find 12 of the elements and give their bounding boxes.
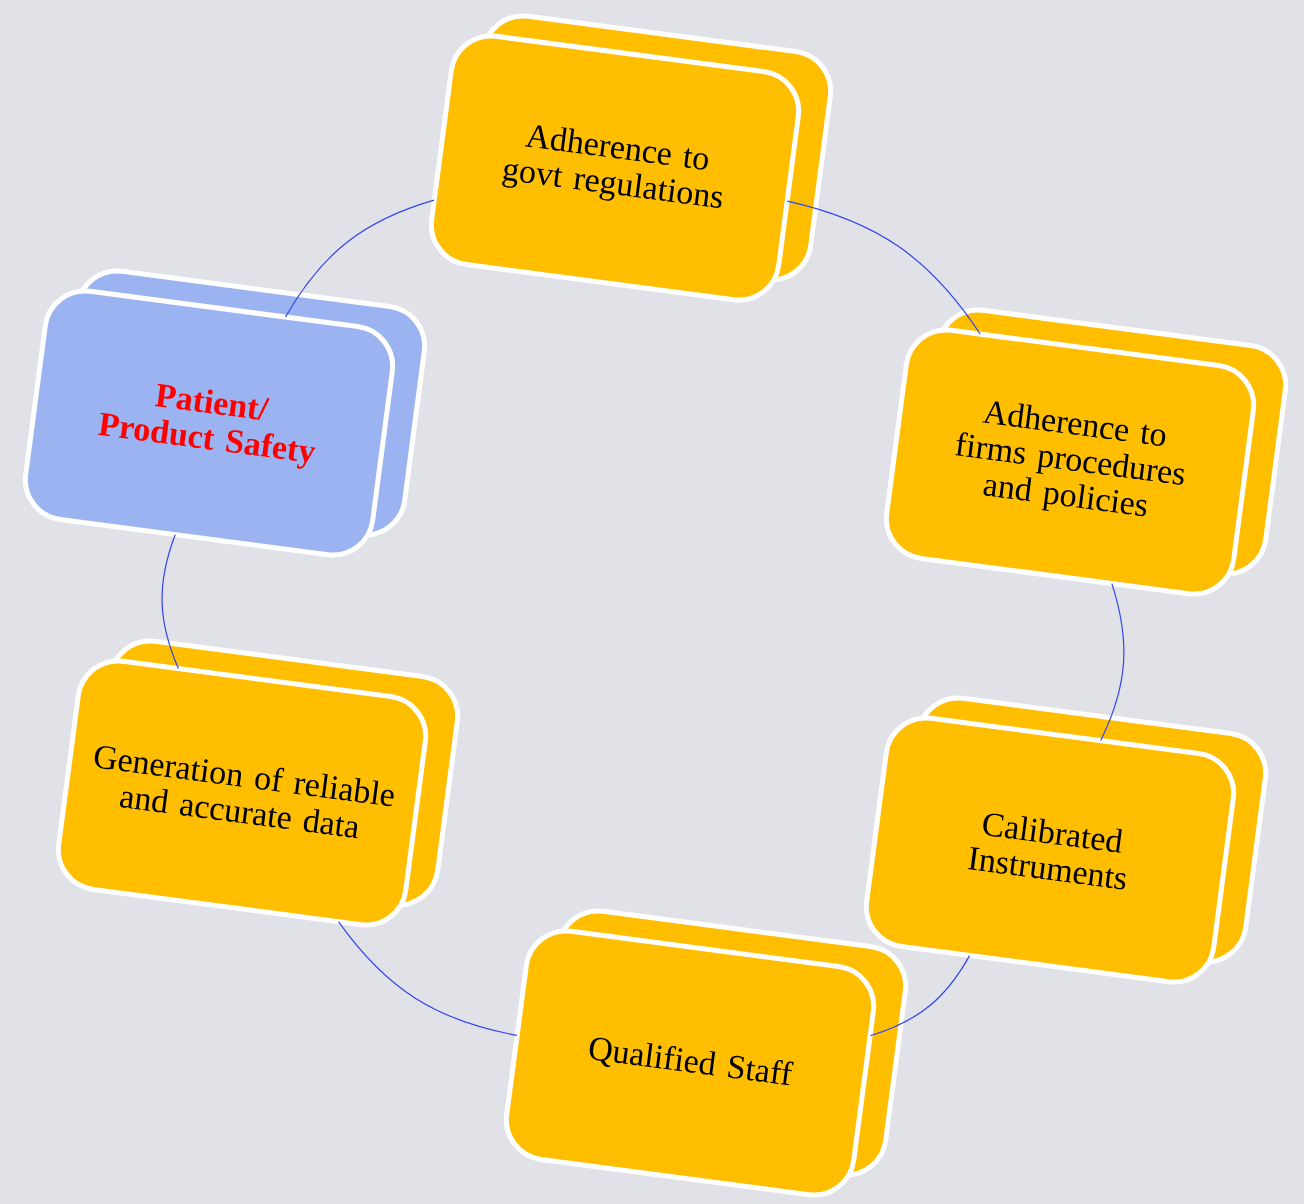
- connector-line: [338, 921, 518, 1036]
- process-box: Calibrated Instruments: [863, 695, 1269, 985]
- connector-line: [161, 534, 179, 669]
- process-box: Adherence to firms procedures and policies: [883, 307, 1289, 597]
- process-box: Adherence to govt regulations: [428, 13, 834, 303]
- process-box: Generation of reliable and accurate data: [55, 638, 461, 928]
- connector-line: [869, 955, 971, 1037]
- process-box: Patient/ Product Safety: [22, 268, 428, 558]
- connector-line: [786, 200, 981, 335]
- process-box: Qualified Staff: [503, 908, 909, 1198]
- connector-line: [1100, 583, 1125, 742]
- connector-line: [284, 199, 435, 318]
